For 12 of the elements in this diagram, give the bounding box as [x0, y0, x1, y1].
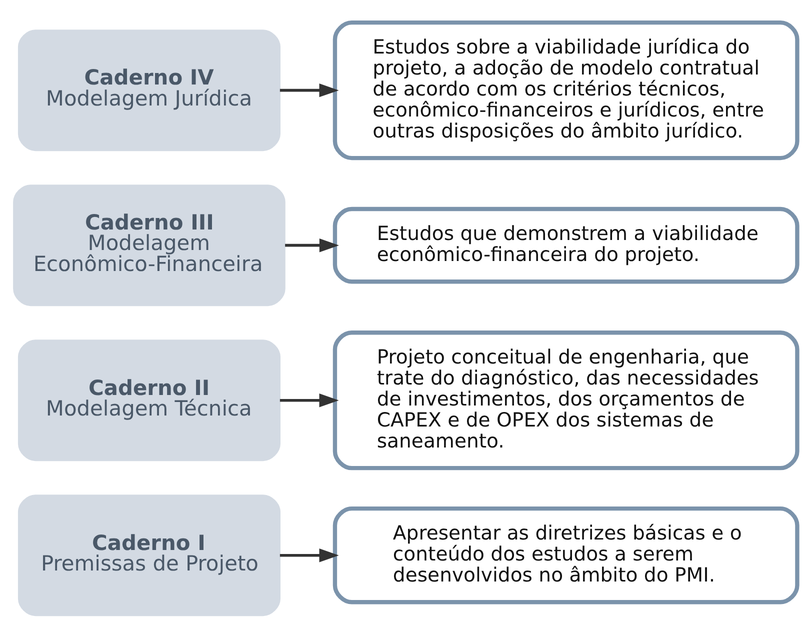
arrow [280, 82, 339, 97]
node-box: Estudos que demonstrem a viabilidade econômico-financeira do projeto. [332, 206, 800, 284]
arrow [285, 238, 340, 252]
node-box: Projeto conceitual de engenharia, que trate do diagnóstico, das necessidades de investimentos, dos orçamentos de CAPEX e de OPEX dos sistemas de saneamento. [332, 330, 800, 470]
node-box: Caderno II Modelagem Técnica [18, 339, 280, 461]
arrow [280, 392, 339, 407]
node-box: Apresentar as diretrizes básicas e o conteúdo dos estudos a serem desenvolvidos no âmbito do PMI. [332, 506, 800, 604]
node-box: Caderno III Modelagem Econômico-Financeira [13, 184, 286, 306]
node-box: Estudos sobre a viabilidade jurídica do projeto, a adoção de modelo contratual de acordo com os critérios técnicos, econômico-financeiros e jurídicos, entre outras disposições do âmbito jurídico. [332, 20, 800, 160]
arrow [280, 548, 339, 562]
node-box: Caderno IV Modelagem Jurídica [18, 29, 280, 151]
node-box: Caderno I Premissas de Projeto [18, 494, 280, 616]
